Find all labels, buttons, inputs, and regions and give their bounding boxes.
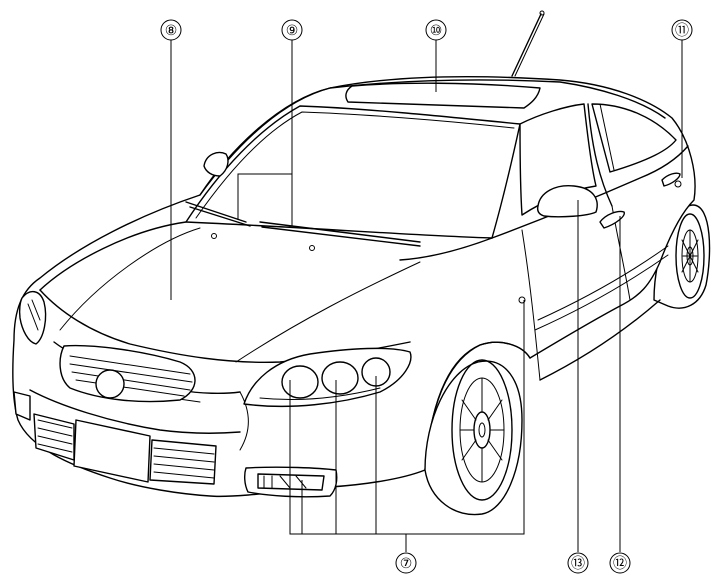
left-door-mirror	[203, 151, 229, 177]
rear-wheel	[653, 204, 711, 309]
sunroof	[345, 82, 541, 109]
callout-10-label: ⑩	[430, 23, 443, 39]
callout-8: ⑧	[160, 19, 182, 41]
wipers	[185, 201, 421, 247]
callout-13: ⑬	[567, 552, 589, 574]
callout-11: ⑪	[671, 19, 693, 41]
leader-lines	[170, 40, 683, 552]
fog-light	[243, 466, 338, 498]
callout-12: ⑫	[609, 552, 631, 574]
callout-10: ⑩	[425, 19, 447, 41]
antenna	[511, 10, 545, 77]
left-headlight	[18, 291, 47, 345]
callout-12-label: ⑫	[613, 556, 627, 572]
callout-7: ⑦	[395, 552, 417, 574]
right-headlight	[243, 347, 412, 408]
front-grille	[59, 344, 196, 403]
lower-grille	[13, 391, 217, 485]
front-wheel	[424, 359, 523, 516]
callout-13-label: ⑬	[571, 556, 585, 572]
callout-9-label: ⑨	[286, 23, 299, 39]
callout-9: ⑨	[281, 19, 303, 41]
right-door-mirror	[536, 185, 598, 218]
door-handles	[599, 172, 682, 229]
callout-8-label: ⑧	[165, 23, 178, 39]
callout-11-label: ⑪	[675, 23, 689, 39]
callout-7-label: ⑦	[400, 556, 413, 572]
